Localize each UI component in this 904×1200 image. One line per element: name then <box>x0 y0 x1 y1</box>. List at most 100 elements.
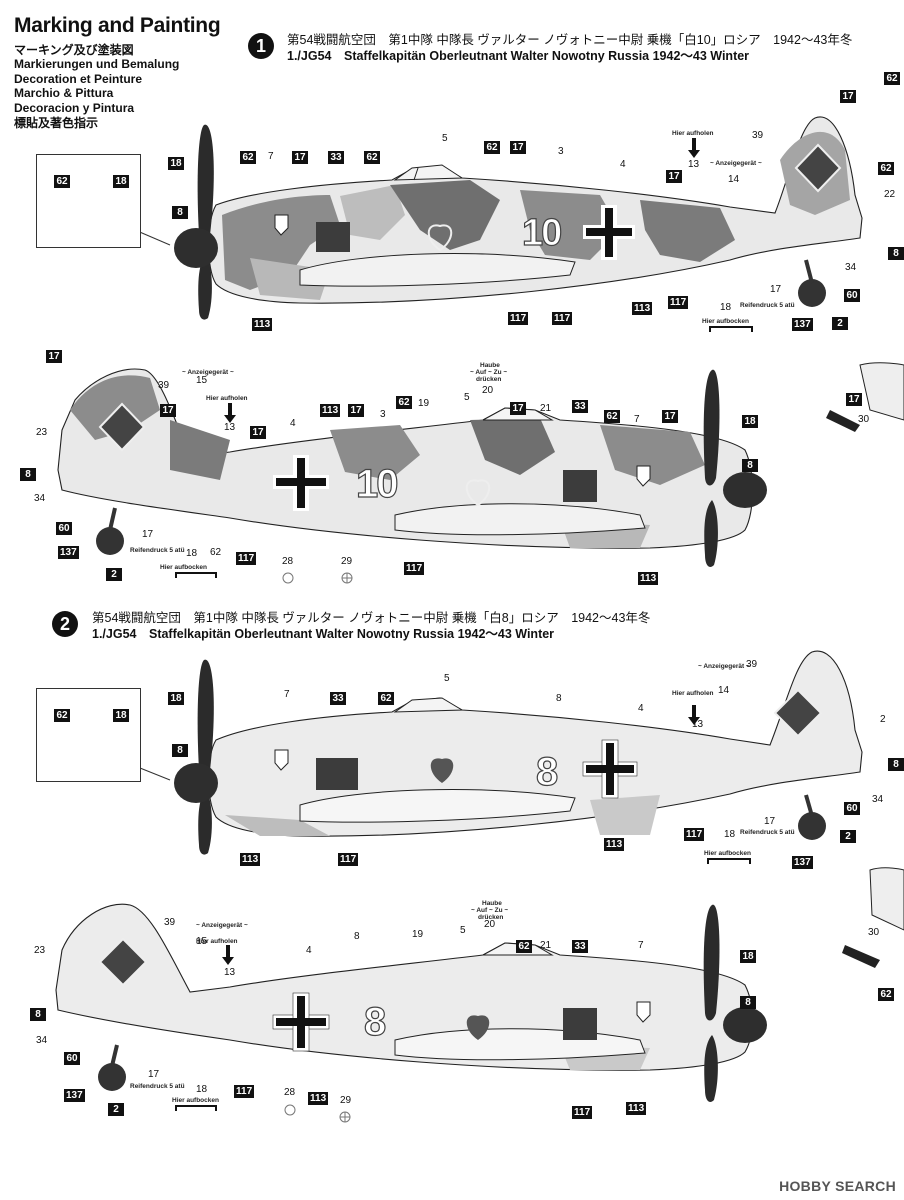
s1r-haube: Haube <box>480 362 500 369</box>
color-callout-tag: 62 <box>604 410 620 423</box>
color-callout-tag: 8 <box>20 468 36 481</box>
s1-left-profile <box>174 116 863 332</box>
decal-callout-number: 4 <box>290 418 296 429</box>
s2r-hier-aufholen: Hier aufholen <box>196 938 238 945</box>
color-callout-tag: 117 <box>572 1106 593 1119</box>
s1l-hier-aufbocken: Hier aufbocken <box>702 318 749 325</box>
decal-callout-number: 8 <box>556 693 562 704</box>
decal-callout-number: 29 <box>341 556 353 567</box>
color-callout-tag: 17 <box>846 393 862 406</box>
color-callout-tag: 8 <box>888 247 904 260</box>
decal-callout-number: 34 <box>845 262 857 273</box>
language-title-jp: マーキング及び塗装図 <box>14 43 134 57</box>
color-callout-tag: 117 <box>234 1085 255 1098</box>
s2l-reifendruck: Reifendruck 5 atü <box>740 829 795 836</box>
watermark: HOBBY SEARCH <box>779 1178 896 1194</box>
decal-callout-number: 19 <box>412 929 424 940</box>
color-callout-tag: 117 <box>668 296 689 309</box>
s1l-reifendruck: Reifendruck 5 atü <box>740 302 795 309</box>
s2-left-profile <box>174 650 863 864</box>
s2l-hier-aufbocken: Hier aufbocken <box>704 850 751 857</box>
color-callout-tag: 62 <box>396 396 412 409</box>
color-callout-tag: 18 <box>168 692 184 705</box>
decal-callout-number: 29 <box>340 1095 352 1106</box>
decal-callout-number: 62 <box>210 547 222 558</box>
s1l-hier-aufholen: Hier aufholen <box>672 130 714 137</box>
decal-callout-number: 30 <box>868 927 880 938</box>
color-callout-tag: 62 <box>240 151 256 164</box>
color-callout-tag: 33 <box>572 400 588 413</box>
decal-callout-number: 39 <box>164 917 176 928</box>
color-callout-tag: 17 <box>348 404 364 417</box>
decal-callout-number: 7 <box>634 414 640 425</box>
s2r-haube: Haube <box>482 900 502 907</box>
edge-partial-drawings <box>826 362 904 968</box>
decal-callout-number: 39 <box>158 380 170 391</box>
scheme-2-number: 2 <box>52 611 78 637</box>
scheme-2-title-jp: 第54戦闘航空団 第1中隊 中隊長 ヴァルター ノヴォトニー中尉 乗機「白8」ロ… <box>92 611 651 625</box>
s2-left-aircraft-number: 8 <box>535 749 559 794</box>
color-callout-tag: 137 <box>792 856 813 869</box>
color-callout-tag: 18 <box>168 157 184 170</box>
scheme-1-title-jp: 第54戦闘航空団 第1中隊 中隊長 ヴァルター ノヴォトニー中尉 乗機「白10」… <box>287 33 853 47</box>
decal-callout-number: 3 <box>558 146 564 157</box>
color-callout-tag: 33 <box>572 940 588 953</box>
color-callout-tag: 33 <box>328 151 344 164</box>
color-callout-tag: 60 <box>844 802 860 815</box>
s1l-anzeige: ~ Anzeigegerät ~ <box>710 160 762 167</box>
decal-callout-number: 15 <box>196 936 208 947</box>
s1-left-aircraft-number: 10 <box>521 211 563 254</box>
color-callout-tag: 8 <box>888 758 904 771</box>
decal-callout-number: 5 <box>442 133 448 144</box>
color-callout-tag: 113 <box>626 1102 647 1115</box>
s1-right-aircraft-number: 10 <box>355 461 399 506</box>
scheme-2-title-en: 1./JG54 Staffelkapitän Oberleutnant Walt… <box>92 627 555 641</box>
color-callout-tag: 62 <box>378 692 394 705</box>
color-callout-tag: 8 <box>740 996 756 1009</box>
decal-callout-number: 13 <box>224 967 236 978</box>
decal-callout-number: 21 <box>540 403 552 414</box>
s2r-auf-zu: ~ Auf ~ Zu ~ <box>471 907 509 914</box>
page-title: Marking and Painting <box>14 14 221 37</box>
s2r-reifendruck: Reifendruck 5 atü <box>130 1083 185 1090</box>
decal-callout-number: 13 <box>224 422 236 433</box>
color-callout-tag: 17 <box>250 426 266 439</box>
decal-callout-number: 2 <box>880 714 886 725</box>
decal-callout-number: 5 <box>444 673 450 684</box>
decal-callout-number: 39 <box>746 659 758 670</box>
decal-callout-number: 15 <box>196 375 208 386</box>
color-callout-tag: 60 <box>56 522 72 535</box>
language-title-es: Decoracion y Pintura <box>14 101 135 115</box>
decal-callout-number: 17 <box>142 529 154 540</box>
color-callout-tag: 62 <box>878 988 894 1001</box>
color-callout-tag: 62 <box>516 940 532 953</box>
color-callout-tag: 62 <box>364 151 380 164</box>
color-callout-tag: 113 <box>638 572 659 585</box>
color-callout-tag: 2 <box>840 830 856 843</box>
s1r-hier-aufbocken: Hier aufbocken <box>160 564 207 571</box>
decal-callout-number: 5 <box>464 392 470 403</box>
s2-color-inset <box>36 688 141 782</box>
s1r-reifendruck: Reifendruck 5 atü <box>130 547 185 554</box>
s1r-anzeige: ~ Anzeigegerät ~ <box>182 369 234 376</box>
s2r-hier-aufbocken: Hier aufbocken <box>172 1097 219 1104</box>
decal-callout-number: 13 <box>692 719 704 730</box>
color-callout-tag: 17 <box>840 90 856 103</box>
color-callout-tag: 62 <box>878 162 894 175</box>
decal-callout-number: 8 <box>354 931 360 942</box>
decal-callout-number: 22 <box>884 189 896 200</box>
color-callout-tag: 17 <box>666 170 682 183</box>
s2l-anzeige: ~ Anzeigegerät ~ <box>698 663 750 670</box>
s1r-auf-zu: ~ Auf ~ Zu ~ <box>470 369 508 376</box>
color-callout-tag: 18 <box>740 950 756 963</box>
s2-inset-code-62: 62 <box>54 709 70 722</box>
color-callout-tag: 2 <box>108 1103 124 1116</box>
decal-callout-number: 39 <box>752 130 764 141</box>
color-callout-tag: 117 <box>508 312 529 325</box>
color-callout-tag: 117 <box>236 552 257 565</box>
color-callout-tag: 113 <box>252 318 273 331</box>
decal-callout-number: 4 <box>620 159 626 170</box>
color-callout-tag: 113 <box>604 838 625 851</box>
decal-callout-number: 20 <box>482 385 494 396</box>
